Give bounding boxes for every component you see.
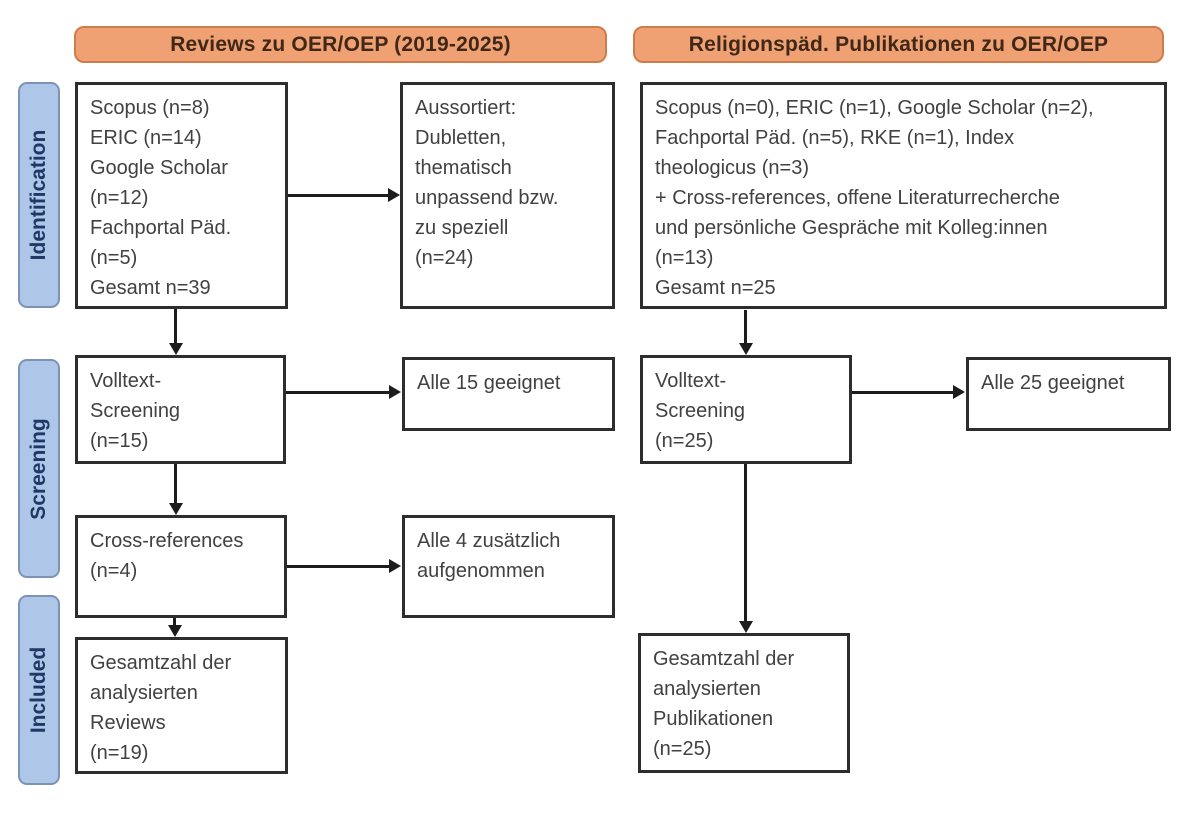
stage-label-screening-text: Screening [27, 417, 50, 520]
box-included-reviews: Gesamtzahl der analysierten Reviews (n=1… [75, 637, 288, 774]
box-alle-15-geeignet: Alle 15 geeignet [402, 357, 615, 431]
box-identification-right: Scopus (n=0), ERIC (n=1), Google Scholar… [640, 82, 1167, 309]
box-excluded: Aussortiert: Dubletten, thematisch unpas… [400, 82, 615, 309]
stage-label-included: Included [18, 595, 60, 785]
box-cross-references: Cross-references (n=4) [75, 515, 287, 618]
stage-label-screening: Screening [18, 359, 60, 578]
box-alle-4-zusaetzlich: Alle 4 zusätzlich aufgenommen [402, 515, 615, 618]
stage-label-included-text: Included [27, 646, 50, 734]
stage-label-identification-text: Identification [27, 129, 50, 261]
box-identification-left: Scopus (n=8) ERIC (n=14) Google Scholar … [75, 82, 288, 309]
column-header-reviews: Reviews zu OER/OEP (2019-2025) [74, 26, 607, 63]
column-header-religionspaed: Religionspäd. Publikationen zu OER/OEP [633, 26, 1164, 63]
box-alle-25-geeignet: Alle 25 geeignet [966, 357, 1171, 431]
stage-label-identification: Identification [18, 82, 60, 308]
box-volltext-screening-left: Volltext- Screening (n=15) [75, 355, 286, 464]
box-included-publikationen: Gesamtzahl der analysierten Publikatione… [638, 633, 850, 773]
box-volltext-screening-right: Volltext- Screening (n=25) [640, 355, 852, 464]
